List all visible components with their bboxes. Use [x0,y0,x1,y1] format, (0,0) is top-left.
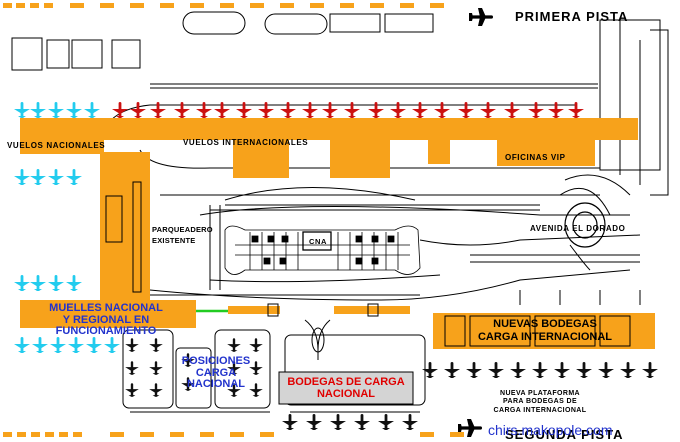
nueva-plataforma-label: NUEVA PLATAFORMA PARA BODEGAS DE CARGA I… [493,390,587,414]
cargo-plane-icon [422,362,438,378]
international-gate-plane-icon [174,102,190,118]
international-gate-plane-icon [280,102,296,118]
cargo-plane-icon [532,362,548,378]
international-gate-plane-icon [150,102,166,118]
national-gate-plane-icon [66,102,82,118]
national-gate-plane-icon [14,102,30,118]
posiciones-label: POSICIONES CARGA NACIONAL [181,355,251,391]
cargo-plane-icon [354,414,370,430]
national-gate-plane-icon [30,275,46,291]
national-gate-plane-icon [30,169,46,185]
cargo-plane-icon [378,414,394,430]
vuelos-internacionales-label: VUELOS INTERNACIONALES [183,138,309,147]
bodegas-nacional-label: BODEGAS DE CARGA NACIONAL [287,376,405,401]
terminal-outlines [105,181,631,347]
international-gate-plane-icon [196,102,212,118]
national-gate-plane-icon [14,275,30,291]
vuelos-nacionales-label: VUELOS NACIONALES [7,141,106,150]
national-gate-plane-icon [84,102,100,118]
avenida-el-dorado-label: AVENIDA EL DORADO [530,224,626,233]
cargo-plane-icon [554,362,570,378]
international-gate-plane-icon [322,102,338,118]
cargo-plane-icon [125,361,139,375]
parqueadero-label: PARQUEADERO EXISTENTE [152,225,213,245]
international-gate-plane-icon [504,102,520,118]
cargo-plane-icon [125,383,139,397]
terminal-building [20,118,655,349]
cargo-plane-icon [282,414,298,430]
north-buildings [11,11,669,196]
runway-north-label: PRIMERA PISTA [515,9,629,24]
international-gate-plane-icon [258,102,274,118]
international-gate-plane-icon [344,102,360,118]
international-gate-plane-icon [112,102,128,118]
cargo-plane-icon [510,362,526,378]
cargo-plane-icon [466,362,482,378]
runway-south-markings [3,432,464,437]
international-gate-plane-icon [412,102,428,118]
cna-label: CNA [309,237,328,246]
oficinas-vip-label: OFICINAS VIP [505,153,566,162]
international-gate-plane-icon [368,102,384,118]
muelles-label: MUELLES NACIONAL Y REGIONAL EN FUNCIONAM… [49,302,163,338]
cargo-plane-icon [642,362,658,378]
cargo-plane-icon [488,362,504,378]
international-gate-plane-icon [390,102,406,118]
national-gate-plane-icon [66,275,82,291]
international-gate-plane-icon [236,102,252,118]
nuevas-bodegas-label: NUEVAS BODEGAS CARGA INTERNACIONAL [477,318,613,343]
national-gate-plane-icon [86,337,102,353]
national-gate-plane-icon [48,102,64,118]
national-gate-plane-icon [30,102,46,118]
national-gate-plane-icon [32,337,48,353]
runway-north-markings [3,3,444,8]
national-gate-plane-icon [50,337,66,353]
international-gate-plane-icon [548,102,564,118]
international-gate-plane-icon [434,102,450,118]
watermark: chirs.makopole.com [488,422,613,438]
cargo-plane-icon [306,414,322,430]
cargo-plane-icon [444,362,460,378]
national-gate-plane-icon [48,275,64,291]
cargo-plane-icon [149,361,163,375]
cargo-plane-icon [125,338,139,352]
international-gate-plane-icon [302,102,318,118]
international-gate-planes [112,102,584,118]
national-gate-plane-icon [14,337,30,353]
cargo-plane-icon [576,362,592,378]
cargo-plane-icon [149,383,163,397]
roundabout [564,202,606,248]
national-gate-plane-icon [104,337,120,353]
international-gate-plane-icon [528,102,544,118]
runway-south-label: SEGUNDA PISTA [505,427,624,442]
cargo-plane-icon [598,362,614,378]
national-gate-plane-icon [68,337,84,353]
national-gate-plane-icon [66,169,82,185]
cargo-plane-icon [402,414,418,430]
cargo-plane-icon [330,414,346,430]
cargo-plane-icon [227,338,241,352]
international-gate-plane-icon [568,102,584,118]
national-gate-plane-icon [48,169,64,185]
international-gate-plane-icon [214,102,230,118]
international-gate-plane-icon [480,102,496,118]
cargo-plane-icon [249,338,263,352]
runway-north-plane-icon [469,8,493,26]
cargo-plane-icon [149,338,163,352]
international-gate-plane-icon [458,102,474,118]
cargo-plane-icon [620,362,636,378]
cna-building [224,225,421,275]
international-gate-plane-icon [130,102,146,118]
bodegas-nacional-box [278,371,414,405]
national-gate-plane-icon [14,169,30,185]
